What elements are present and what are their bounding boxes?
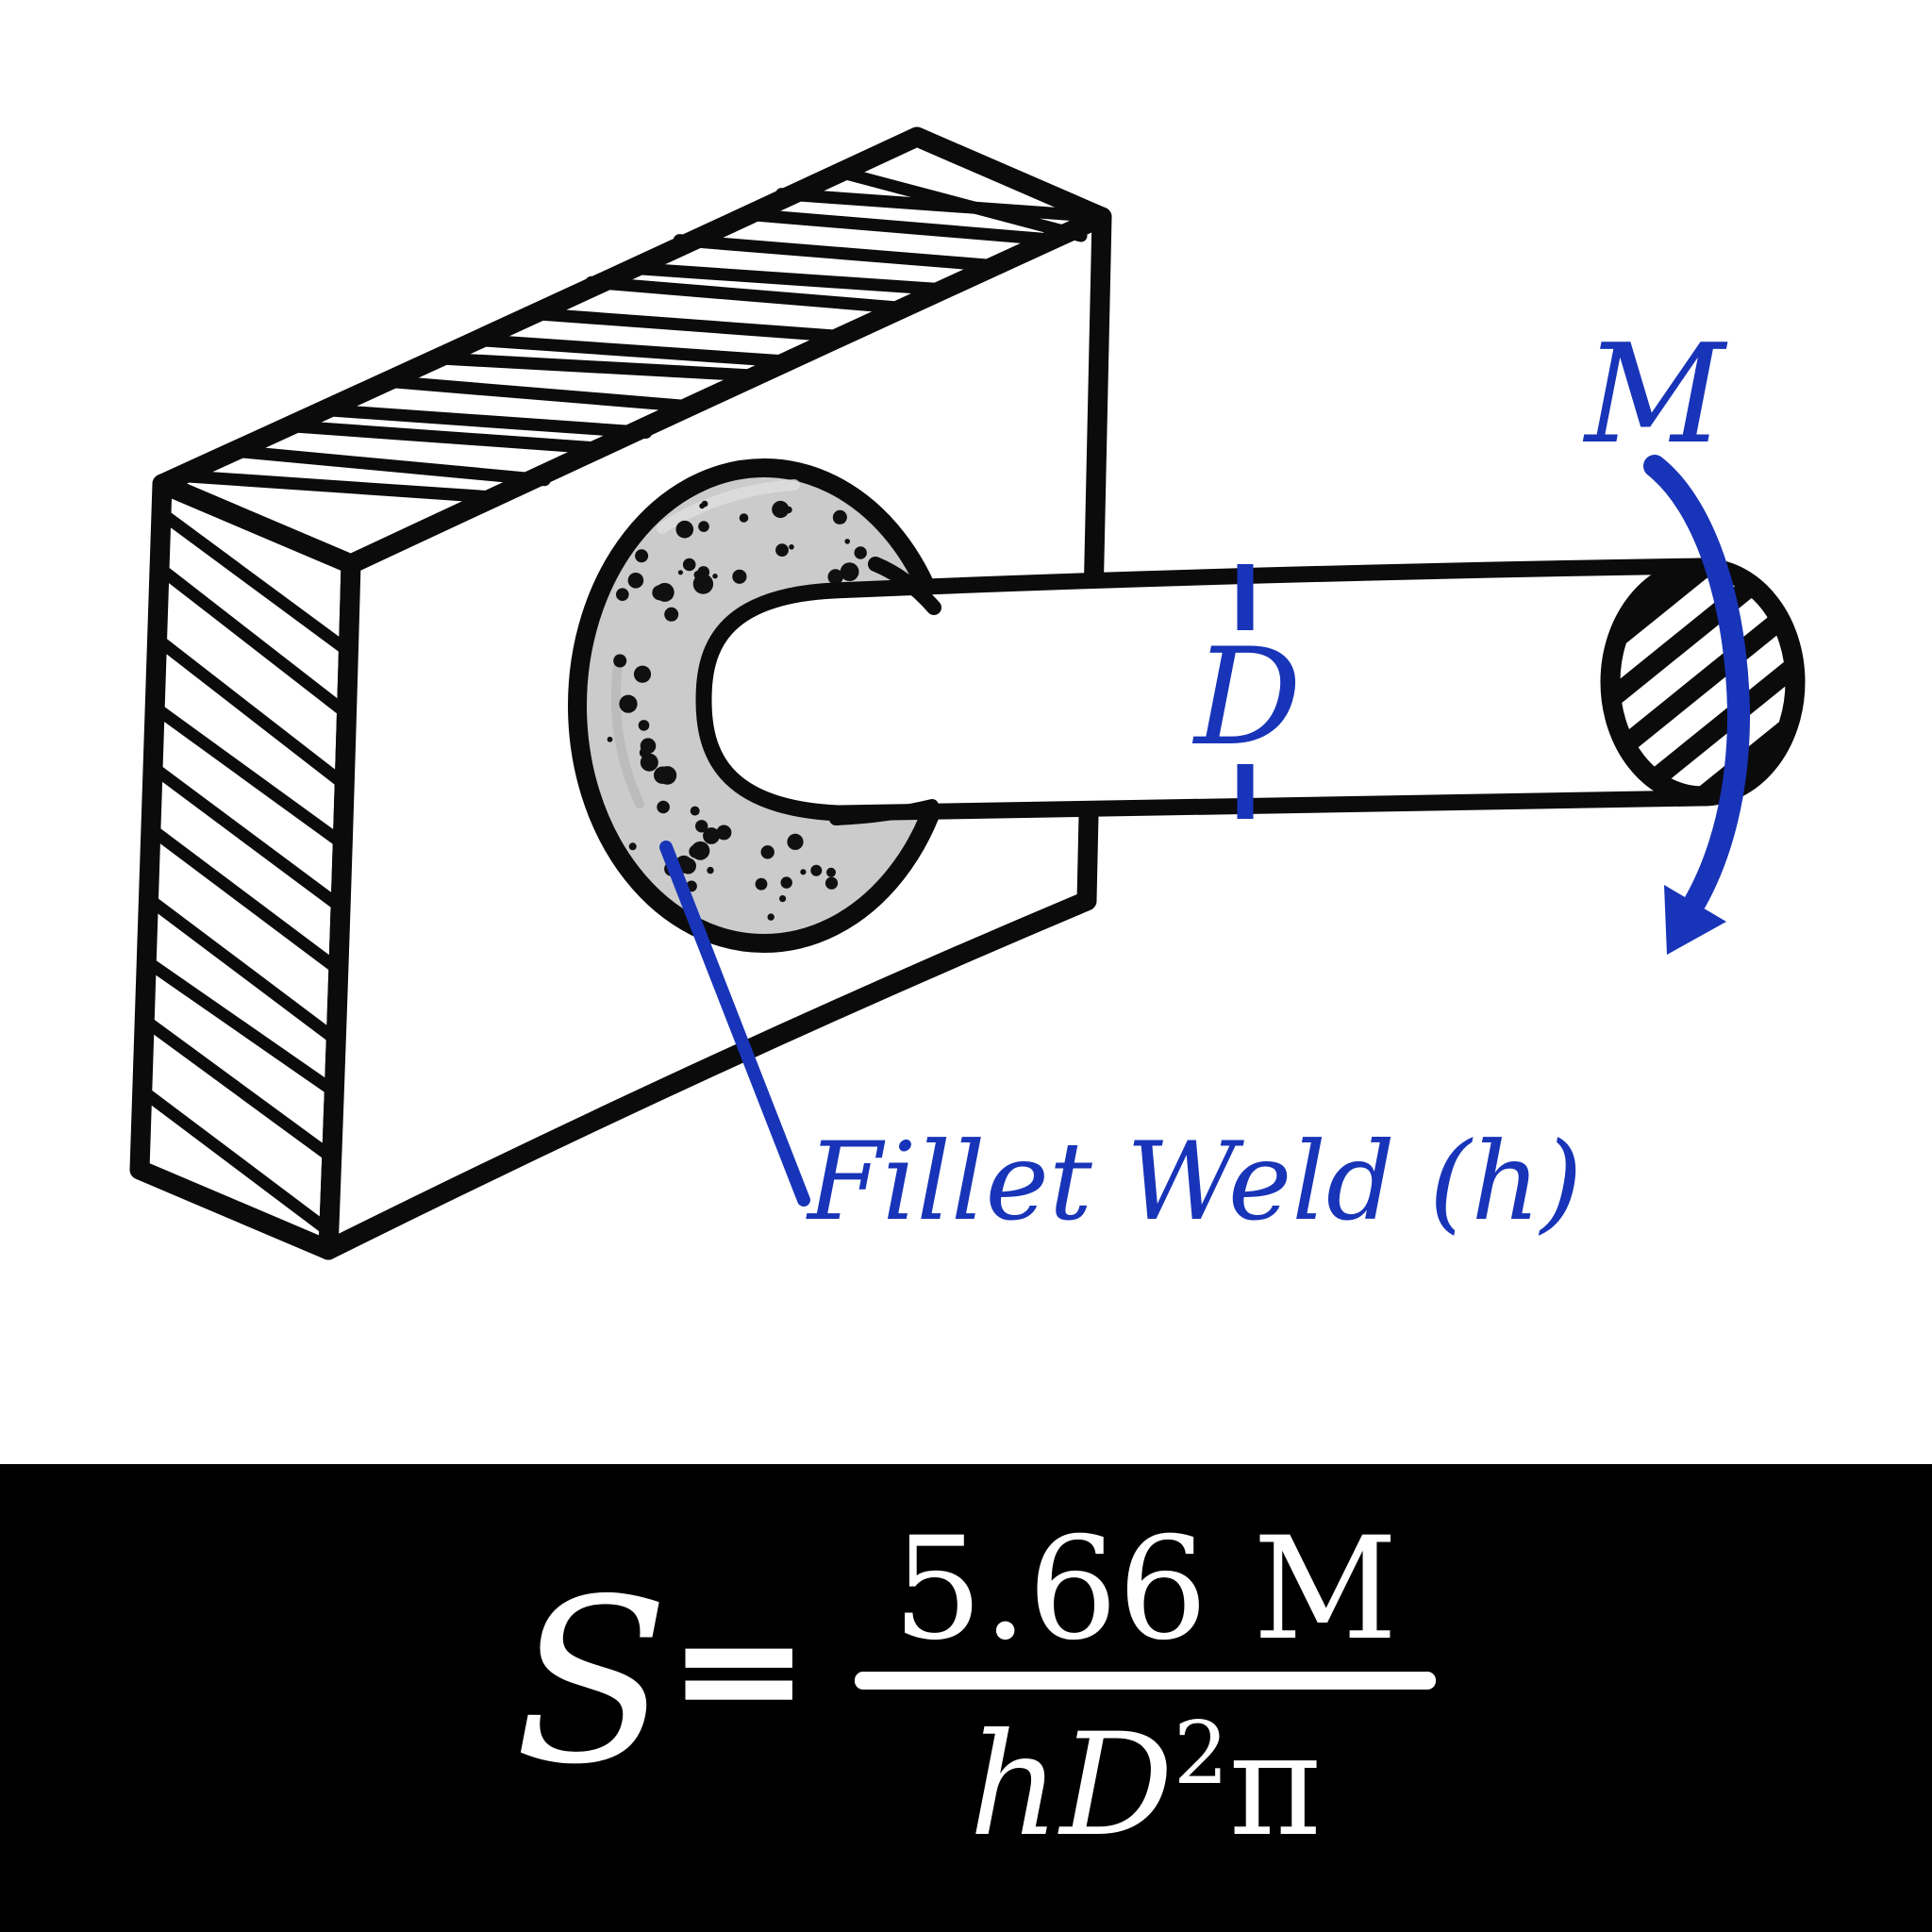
speckle-dot [699, 503, 706, 509]
speckle-dot [627, 573, 644, 589]
speckle-dot [619, 694, 638, 713]
speckle-dot [607, 736, 613, 742]
hatch-line [585, 275, 908, 314]
weld-shading-streak [610, 654, 644, 808]
speckle-dot [635, 549, 649, 563]
plate-top-hatching [171, 165, 1107, 504]
speckle-dot [772, 500, 790, 519]
speckle-dot [628, 842, 637, 851]
speckle-dot [844, 539, 850, 544]
speckle-dot [675, 520, 694, 539]
hatch-line [171, 469, 498, 504]
formula-numerator: 5.66 M [892, 1507, 1397, 1672]
speckle-dot [639, 746, 651, 758]
fraction-bar [855, 1672, 1436, 1690]
weld-toe-lower [829, 799, 939, 825]
hatch-line [146, 895, 339, 1043]
leader-line [659, 841, 810, 1207]
diameter-annotation: D [1191, 564, 1302, 819]
speckle-dot [655, 582, 675, 602]
hatch-line [150, 632, 348, 789]
speckle-dot [707, 866, 714, 874]
weld-highlight-streak [657, 479, 800, 534]
hatch-line [140, 955, 344, 1100]
speckle-dot [755, 877, 768, 891]
hatch-line [151, 703, 352, 852]
speckle-dot [616, 588, 629, 601]
hatch-line [146, 824, 340, 973]
speckle-dot [691, 841, 710, 860]
speckle-dot [732, 569, 747, 584]
denominator-base: hD [969, 1704, 1174, 1868]
speckle-dot [712, 574, 718, 579]
hatch-line [626, 261, 953, 296]
weld-toe-upper [868, 557, 941, 615]
speckle-dot [690, 806, 700, 816]
hatch-line [138, 1014, 337, 1163]
weld-label: Fillet Weld (h) [806, 1119, 1582, 1244]
plate-side-hatching [134, 508, 357, 1236]
hatch-line [320, 404, 653, 439]
speckle-dot [680, 858, 696, 874]
hatch-line [673, 234, 999, 272]
hatch-line [774, 188, 1107, 224]
speckle-dot [657, 800, 670, 814]
diameter-label: D [1191, 620, 1302, 775]
panel-background [0, 1464, 1932, 1932]
plate-left-face [129, 474, 361, 1260]
speckle-dot [827, 569, 843, 585]
speckle-dot [664, 607, 679, 622]
formula-lhs: S [514, 1550, 669, 1814]
moment-annotation: M [1582, 315, 1751, 955]
speckle-dot [760, 845, 774, 859]
speckle-dot [677, 570, 684, 575]
speckle-dot [613, 654, 627, 668]
speckle-dot [682, 558, 696, 572]
hatch-line [134, 1083, 333, 1236]
speckle-dot [787, 833, 804, 851]
speckle-dot [716, 824, 732, 841]
speckle-dot [703, 827, 720, 844]
speckle-dot [854, 546, 867, 559]
speckle-dot [638, 720, 650, 731]
weld-speckle-texture [607, 500, 867, 921]
hatch-line [222, 444, 551, 487]
speckle-dot [780, 876, 792, 889]
speckle-dot [633, 665, 652, 683]
moment-arrowhead-icon [1664, 885, 1726, 955]
denominator-exponent: 2 [1174, 1703, 1229, 1804]
speckle-dot [824, 876, 839, 890]
speckle-dot [826, 867, 836, 877]
hatch-line [739, 208, 1063, 246]
speckle-dot [832, 509, 847, 525]
hatch-line [153, 561, 350, 718]
speckle-dot [775, 543, 789, 557]
speckle-dot [840, 562, 859, 581]
speckle-dot [739, 513, 749, 523]
hatch-line [429, 352, 758, 382]
speckle-dot [810, 864, 823, 876]
formula-panel: S = 5.66 M hD2π [0, 1464, 1932, 1932]
hatch-line [142, 758, 348, 914]
formula-denominator: hD2π [969, 1703, 1322, 1868]
weld-annotation: Fillet Weld (h) [659, 841, 1582, 1244]
speckle-dot [693, 570, 703, 580]
hatch-line [473, 334, 801, 369]
hatch-line [527, 308, 855, 343]
moment-label: M [1582, 315, 1728, 475]
speckle-dot [800, 869, 807, 875]
denominator-pi: π [1228, 1704, 1322, 1868]
speckle-dot [654, 766, 672, 784]
speckle-dot [698, 521, 709, 532]
equals-sign: = [672, 1576, 806, 1763]
moment-arrow-icon [1643, 455, 1751, 913]
hatch-line [283, 420, 612, 456]
speckle-dot [695, 820, 708, 833]
hatch-line [158, 508, 357, 659]
speckle-dot [789, 544, 794, 550]
hatch-line [831, 165, 1088, 242]
speckle-dot [779, 895, 787, 903]
hatch-line [376, 375, 703, 413]
speckle-dot [767, 913, 774, 921]
